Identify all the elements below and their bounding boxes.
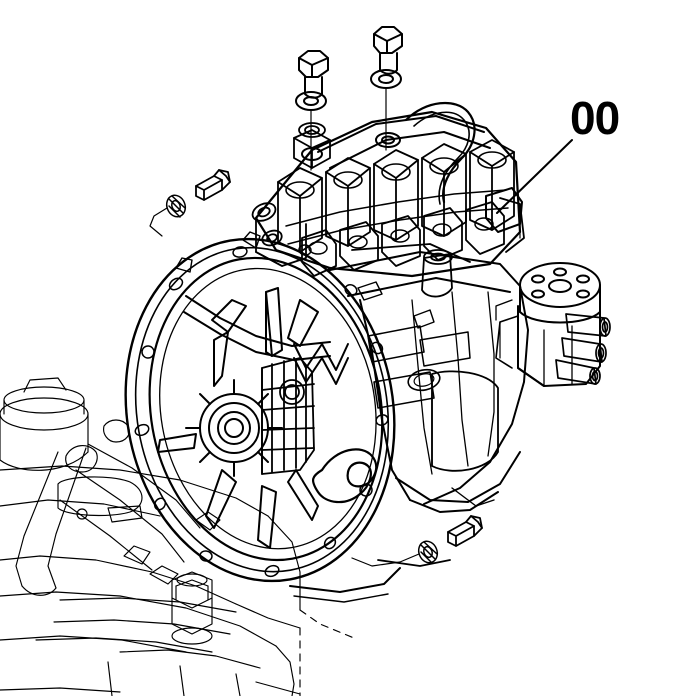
callout-label-00: 00 [570, 92, 620, 144]
hydraulic-valve-block-assembly [251, 101, 525, 298]
auxiliary-gear-pump [495, 262, 611, 387]
callout-00-leader-line [496, 139, 573, 214]
hex-bolt-lower-right [351, 515, 483, 567]
hex-bolt-upper-left [295, 50, 329, 171]
transmission-housing-body [329, 251, 529, 513]
transmission-bell-housing [124, 231, 471, 603]
engine-block-context [0, 377, 355, 696]
hex-bolt-upper-right [370, 26, 403, 151]
hex-bolt-left-side [149, 169, 231, 237]
